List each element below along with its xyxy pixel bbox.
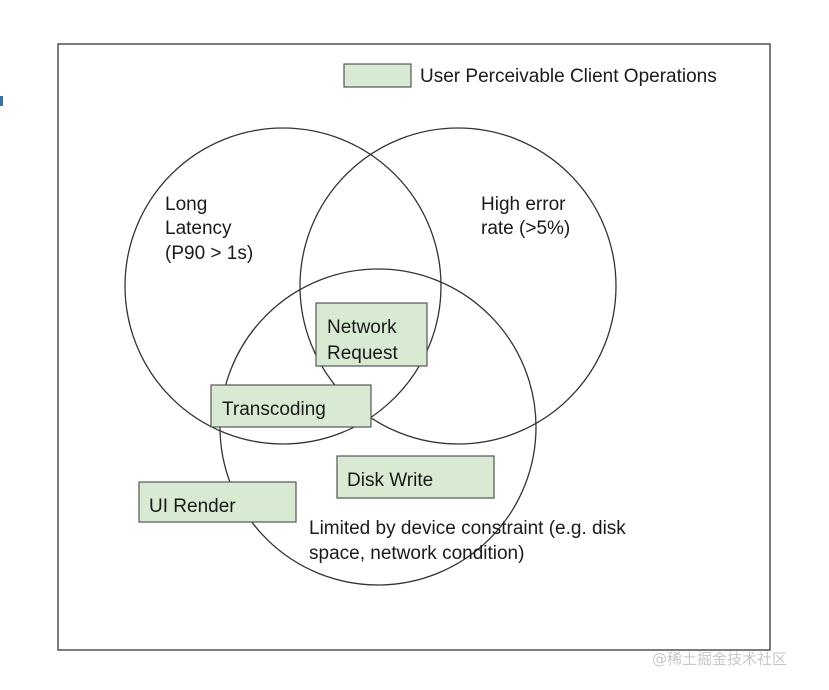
transcoding-box — [210, 384, 372, 428]
latency-label-line: Latency — [165, 218, 232, 239]
latency-label-line: Long — [165, 194, 207, 215]
error-rate-label-line: High error — [481, 194, 566, 215]
network-request-label-line: Network — [327, 317, 397, 338]
ui-render-label: UI Render — [149, 496, 236, 517]
network-request-box — [315, 302, 428, 367]
latency-label: Long Latency (P90 > 1s) — [165, 194, 253, 264]
device-constraint-label: Limited by device constraint (e.g. disk … — [309, 518, 631, 564]
watermark: @稀土掘金技术社区 — [652, 650, 787, 668]
ui-render-box — [138, 481, 297, 523]
error-rate-label: High error rate (>5%) — [481, 194, 571, 239]
disk-write-box — [336, 455, 495, 499]
legend-swatch — [343, 63, 412, 88]
device-constraint-label-line: Limited by device constraint (e.g. disk — [309, 518, 626, 539]
network-request-label-line: Request — [327, 343, 398, 364]
error-rate-label-line: rate (>5%) — [481, 218, 570, 239]
legend-label: User Perceivable Client Operations — [420, 66, 717, 87]
network-request-label: Network Request — [327, 317, 402, 364]
latency-label-line: (P90 > 1s) — [165, 243, 253, 264]
latency-circle — [124, 127, 442, 445]
error-circle — [299, 127, 617, 445]
transcoding-label: Transcoding — [222, 399, 326, 420]
disk-write-label: Disk Write — [347, 470, 433, 491]
device-constraint-label-line: space, network condition) — [309, 543, 524, 564]
edge-mark — [0, 96, 3, 106]
